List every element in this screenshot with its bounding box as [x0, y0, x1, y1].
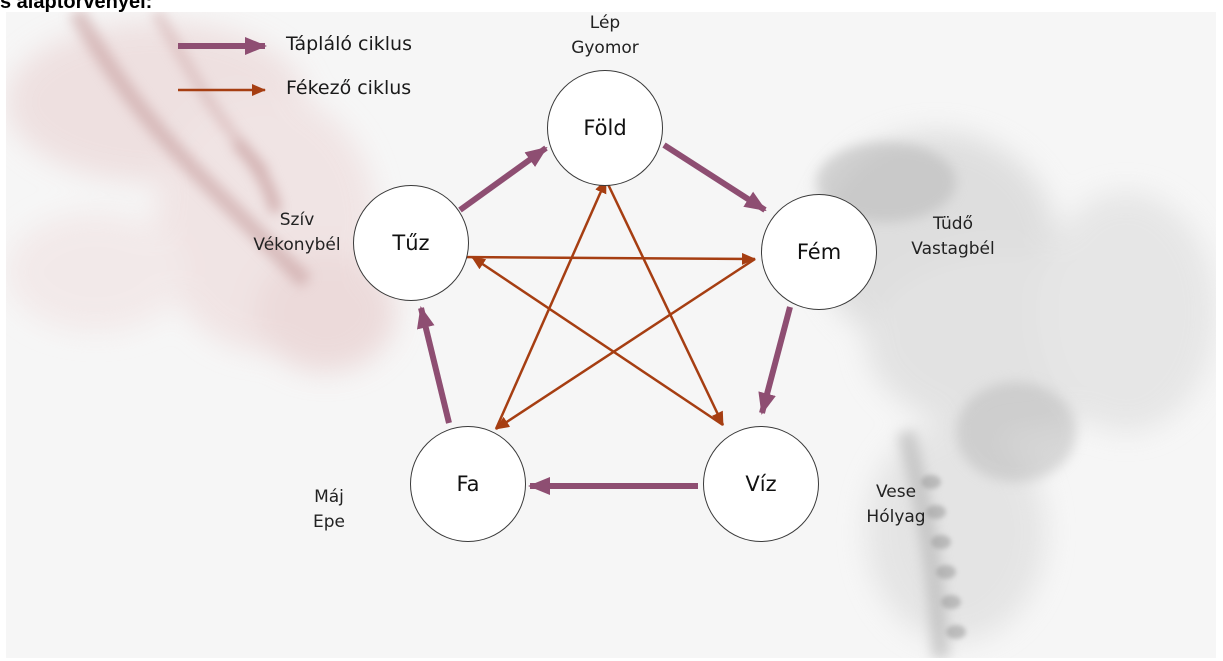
- organ-fold-1: Lép: [589, 13, 621, 33]
- organ-label-fa: Máj Epe: [259, 485, 399, 535]
- control-arrow-fa-fold: [494, 179, 608, 430]
- organ-fa-1: Máj: [314, 487, 344, 507]
- element-tuz: Tűz: [353, 185, 469, 301]
- organ-fold-2: Gyomor: [571, 38, 639, 58]
- organ-fem-1: Tüdő: [932, 214, 974, 234]
- control-arrow-fold-viz: [604, 179, 725, 426]
- organ-fa-2: Epe: [313, 512, 345, 532]
- organ-fem-2: Vastagbél: [911, 239, 995, 259]
- legend-controlling-label: Fékező ciklus: [286, 77, 412, 99]
- control-arrow-fem-fa: [495, 257, 756, 431]
- organ-tuz-2: Vékonybél: [253, 235, 341, 255]
- element-fa: Fa: [410, 426, 526, 542]
- control-arrow-tuz-fem: [457, 252, 756, 265]
- legend-nourishing-label: Tápláló ciklus: [286, 33, 412, 55]
- element-fold: Föld: [547, 70, 663, 186]
- organ-viz-2: Hólyag: [866, 507, 926, 527]
- nourish-arrow-tuz-fold: [458, 145, 548, 213]
- nourish-arrow-fem-viz: [758, 306, 793, 415]
- organ-tuz-1: Szív: [279, 210, 315, 230]
- control-arrow-viz-tuz: [471, 255, 724, 427]
- nourish-arrow-fa-tuz: [416, 306, 452, 424]
- element-fem: Fém: [761, 194, 877, 310]
- page-title: s alaptörvényei:: [0, 0, 153, 13]
- organ-label-tuz: Szív Vékonybél: [227, 208, 367, 258]
- element-viz: Víz: [703, 426, 819, 542]
- organ-viz-1: Vese: [875, 482, 917, 502]
- organ-label-fem: Tüdő Vastagbél: [883, 212, 1023, 262]
- nourish-arrow-fold-fem: [662, 142, 767, 213]
- organ-label-viz: Vese Hólyag: [826, 480, 966, 530]
- ink-wash-background: [6, 12, 1216, 658]
- organ-label-fold: Lép Gyomor: [535, 11, 675, 61]
